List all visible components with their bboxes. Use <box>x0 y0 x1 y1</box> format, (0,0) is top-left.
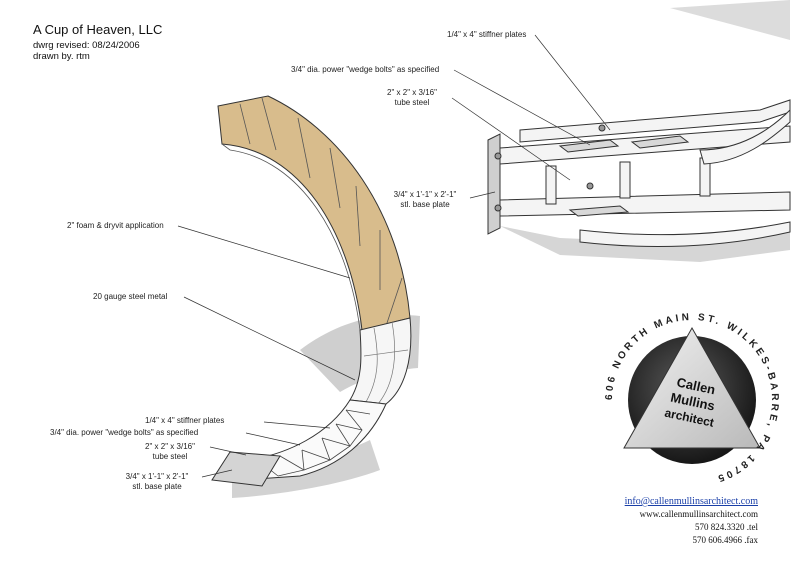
fax-number: 570 606.4966 .fax <box>692 535 759 545</box>
label-base-plate-size: 3/4" x 1'-1" x 2'-1" <box>125 472 189 481</box>
leader-lines <box>177 34 611 478</box>
label-base-plate: stl. base plate <box>132 482 182 491</box>
steel-cage <box>211 399 387 487</box>
revision-date: dwrg revised: 08/24/2006 <box>33 40 140 51</box>
website-link[interactable]: www.callenmullinsarchitect.com <box>639 509 758 519</box>
label-wedge-bolts: 3/4" dia. power "wedge bolts" as specifi… <box>50 428 199 437</box>
detail-frame <box>487 99 791 248</box>
detail-label-stiffener: 1/4" x 4" stiffner plates <box>447 30 527 39</box>
label-tube-steel-size: 2" x 2" x 3/16" <box>145 442 195 451</box>
detail-label-tube-steel-size: 2" x 2" x 3/16" <box>387 88 437 97</box>
label-stiffener: 1/4" x 4" stiffner plates <box>145 416 225 425</box>
foam-arch <box>217 95 411 331</box>
steel-sheath <box>349 317 412 405</box>
firm-logo: 606 NORTH MAIN ST. WILKES-BARRE, PA 1870… <box>604 312 777 484</box>
label-foam: 2" foam & dryvit application <box>67 221 164 230</box>
detail-label-base-plate-size: 3/4" x 1'-1" x 2'-1" <box>393 190 457 199</box>
label-tube-steel: tube steel <box>152 452 188 461</box>
drawn-by: drawn by. rtm <box>33 51 90 62</box>
detail-label-wedge-bolts: 3/4" dia. power "wedge bolts" as specifi… <box>291 65 440 74</box>
phone-number: 570 824.3320 .tel <box>695 522 758 532</box>
email-link[interactable]: info@callenmullinsarchitect.com <box>624 496 758 507</box>
label-gauge: 20 gauge steel metal <box>93 292 168 301</box>
project-title: A Cup of Heaven, LLC <box>33 22 163 37</box>
detail-label-base-plate: stl. base plate <box>400 200 450 209</box>
detail-label-tube-steel: tube steel <box>394 98 430 107</box>
